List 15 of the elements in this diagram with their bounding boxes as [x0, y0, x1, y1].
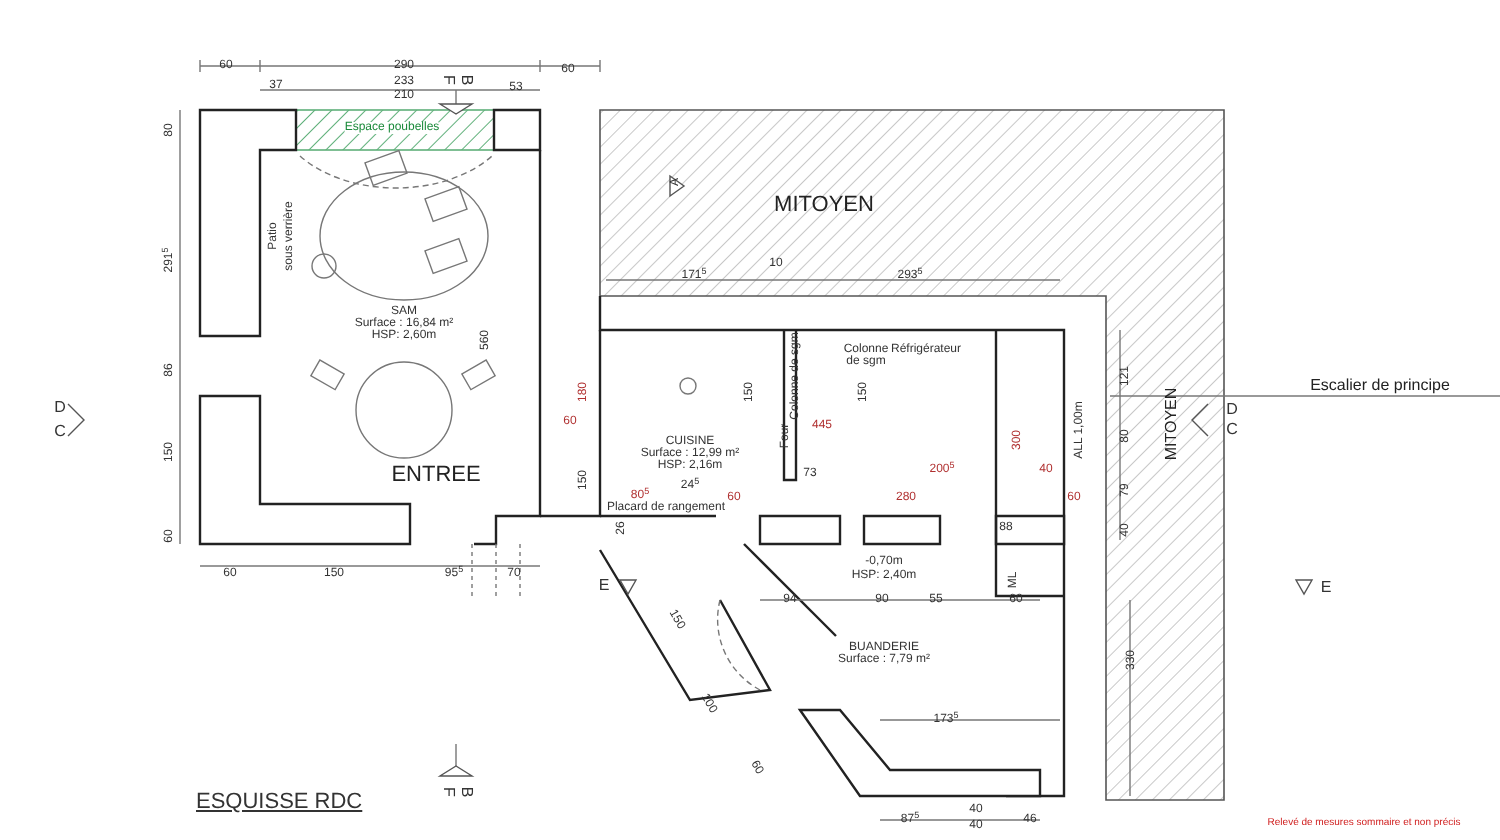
- section-mark: D: [1226, 402, 1238, 418]
- section-mark: B: [458, 74, 474, 86]
- section-mark: C: [54, 424, 66, 440]
- section-mark: F: [440, 787, 456, 797]
- note: Escalier de principe: [1310, 378, 1450, 394]
- section-mark: C: [1226, 422, 1238, 438]
- room-name: MITOYEN: [774, 195, 874, 217]
- room-name: MITOYEN: [1164, 387, 1180, 461]
- section-mark: E: [598, 578, 610, 594]
- section-mark: B: [458, 786, 474, 798]
- section-mark: E: [1320, 580, 1332, 596]
- section-mark: F: [440, 75, 456, 85]
- room-name: ENTREE: [391, 465, 481, 487]
- drawing-title: ESQUISSE RDC: [196, 788, 363, 818]
- section-mark: D: [54, 400, 66, 416]
